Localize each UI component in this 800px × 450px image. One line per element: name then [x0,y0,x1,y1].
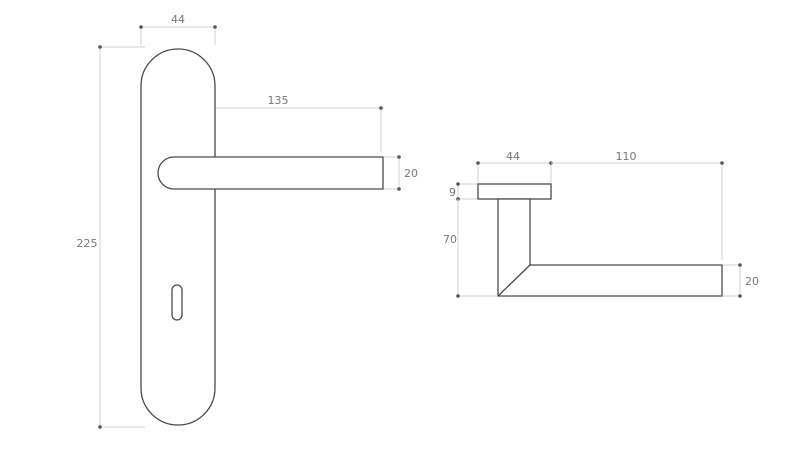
dimension-lever-thickness: 20 [384,155,418,191]
dimension-rose-diameter: 44 [476,150,553,183]
front-view: 44 225 135 20 [77,13,418,429]
dimension-plate-width: 44 [139,13,217,45]
dimension-side-lever-thickness: 20 [723,263,759,298]
rose [477,183,552,200]
dim-label-side-lever-thickness: 20 [745,275,759,288]
dim-label-rose-thickness: 9 [449,186,456,199]
dimension-plate-height: 225 [77,45,145,429]
dim-label-plate-width: 44 [171,13,185,26]
dim-label-lever-projection: 110 [616,150,637,163]
keyhole [171,284,183,321]
side-view: 44 110 9 70 20 [443,150,759,298]
lever [157,156,384,190]
lever-side-profile [497,198,723,297]
backplate [140,48,216,426]
dim-label-stem-height: 70 [443,233,457,246]
lever-bend-edge [497,264,531,297]
dimension-stem-height: 70 [443,199,497,298]
dim-label-lever-thickness: 20 [404,167,418,180]
dim-label-rose-diameter: 44 [506,150,520,163]
dimension-lever-projection: 110 [551,150,724,260]
dim-label-plate-height: 225 [77,237,98,250]
dim-label-lever-length: 135 [268,94,289,107]
